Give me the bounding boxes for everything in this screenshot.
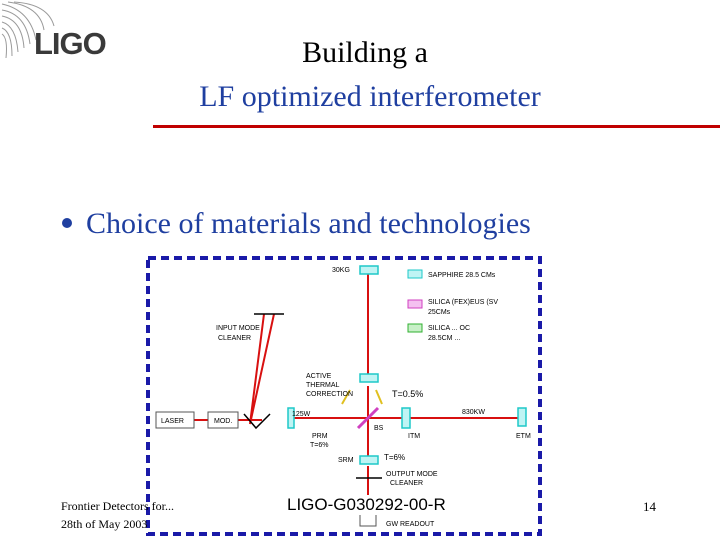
footer-date: 28th of May 2003 bbox=[61, 517, 148, 531]
bullet-item: Choice of materials and technologies bbox=[62, 207, 531, 241]
label-output-cleaner2: CLEANER bbox=[390, 480, 423, 487]
etm-mirror bbox=[517, 407, 527, 427]
label-srm: SRM bbox=[338, 457, 354, 464]
footer-presentation-info: Frontier Detectors for... 28th of May 20… bbox=[61, 497, 174, 533]
label-thermal: THERMAL bbox=[306, 382, 340, 389]
srm-box bbox=[359, 513, 377, 527]
footer-document-id: LIGO-G030292-00-R bbox=[285, 495, 448, 515]
label-legend3b: 28.5CM ... bbox=[428, 335, 460, 342]
legend-silica-swatch bbox=[407, 299, 423, 309]
label-prm-t: T=6% bbox=[310, 442, 328, 449]
label-laser: LASER bbox=[161, 418, 184, 425]
label-active: ACTIVE bbox=[306, 373, 332, 380]
active-thermal-mirror bbox=[359, 373, 379, 383]
ligo-logo: LIGO bbox=[0, 0, 140, 80]
label-output-cleaner: OUTPUT MODE bbox=[386, 471, 438, 478]
label-right-power: 830KW bbox=[462, 409, 485, 416]
label-correction: CORRECTION bbox=[306, 391, 353, 398]
interferometer-diagram: 30KG SAPPHIRE 28.5 CMs SILICA (FEX)EUS (… bbox=[146, 256, 542, 536]
mod-box bbox=[207, 411, 239, 429]
label-t05: T=0.5% bbox=[392, 389, 423, 399]
label-input-cleaner: INPUT MODE bbox=[216, 325, 260, 332]
label-top-mass: 30KG bbox=[332, 267, 350, 274]
slide-number: 14 bbox=[643, 499, 656, 514]
label-legend2: SILICA (FEX)EUS (SV bbox=[428, 299, 498, 306]
label-input-cleaner2: CLEANER bbox=[218, 335, 251, 342]
label-bs: BS bbox=[374, 425, 384, 432]
beam-input-cleaner bbox=[249, 313, 275, 425]
label-legend1: SAPPHIRE 28.5 CMs bbox=[428, 272, 496, 279]
ligo-logo-swirl-icon bbox=[1, 1, 55, 59]
top-mass-mirror bbox=[359, 265, 379, 275]
prm-mirror bbox=[287, 407, 295, 429]
itm-mirror bbox=[401, 407, 411, 429]
label-gw: GW READOUT bbox=[386, 521, 435, 528]
slide-title-line2: LF optimized interferometer bbox=[199, 80, 541, 113]
footer-title: Frontier Detectors for... bbox=[61, 499, 174, 513]
title-divider bbox=[153, 125, 720, 128]
active-correction-arrows bbox=[341, 389, 383, 405]
laser-box bbox=[155, 411, 195, 429]
label-etm: ETM bbox=[516, 433, 531, 440]
logo-text: LIGO bbox=[34, 26, 107, 61]
label-mod: MOD. bbox=[214, 418, 232, 425]
bullet-dot-icon bbox=[62, 218, 72, 229]
label-t6: T=6% bbox=[384, 453, 405, 462]
srm-mirror bbox=[359, 455, 379, 465]
label-prm: PRM bbox=[312, 433, 328, 440]
cleaner-bottom-mirror bbox=[243, 413, 271, 430]
legend-sapphire-swatch bbox=[407, 269, 423, 279]
bullet-text: Choice of materials and technologies bbox=[86, 207, 531, 240]
label-itm: ITM bbox=[408, 433, 420, 440]
label-legend3: SILICA ... OC bbox=[428, 325, 470, 332]
legend-silica-oc-swatch bbox=[407, 323, 423, 333]
diagram-frame bbox=[146, 256, 542, 536]
bs-mirror bbox=[356, 406, 380, 430]
label-legend2b: 25CMs bbox=[428, 309, 451, 316]
slide-title-line1: Building a bbox=[302, 36, 428, 69]
label-power: 125W bbox=[292, 411, 311, 418]
